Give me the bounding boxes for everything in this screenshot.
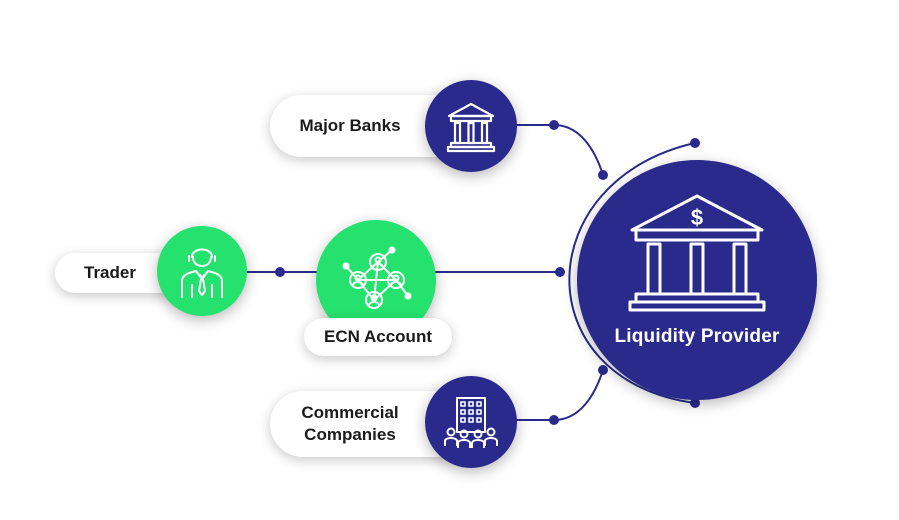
trader-label: Trader: [84, 263, 136, 282]
commercial-companies-label-line2: Companies: [304, 425, 396, 444]
businessman-icon: [181, 248, 223, 298]
svg-text:$: $: [691, 205, 703, 230]
liquidity-provider-label: Liquidity Provider: [614, 326, 780, 347]
liquidity-provider-node: $: [577, 160, 817, 400]
bank-icon: [446, 102, 496, 153]
trader-node: [157, 226, 247, 316]
office-building-people-icon: [444, 397, 498, 448]
outer-arc: [568, 142, 696, 404]
connector-dot: [549, 120, 559, 130]
major-banks-label: Major Banks: [299, 116, 401, 135]
bank-dollar-icon: $: [628, 194, 766, 312]
commercial-companies-label-line1: Commercial: [301, 403, 399, 422]
connector-dot: [598, 170, 608, 180]
major-banks-node: [425, 80, 517, 172]
connector-dot: [690, 398, 700, 408]
commercial-connector: [515, 369, 604, 421]
connector-dot: [555, 267, 565, 277]
connector-dot: [275, 267, 285, 277]
ecn-account-pill: ECN Account: [304, 318, 452, 356]
connector-dot: [549, 415, 559, 425]
connector-dot: [598, 365, 608, 375]
connector-dot: [690, 138, 700, 148]
commercial-companies-node: [425, 376, 517, 468]
network-people-icon: [342, 246, 412, 309]
ecn-account-label: ECN Account: [324, 327, 432, 346]
major-banks-connector: [515, 124, 604, 176]
